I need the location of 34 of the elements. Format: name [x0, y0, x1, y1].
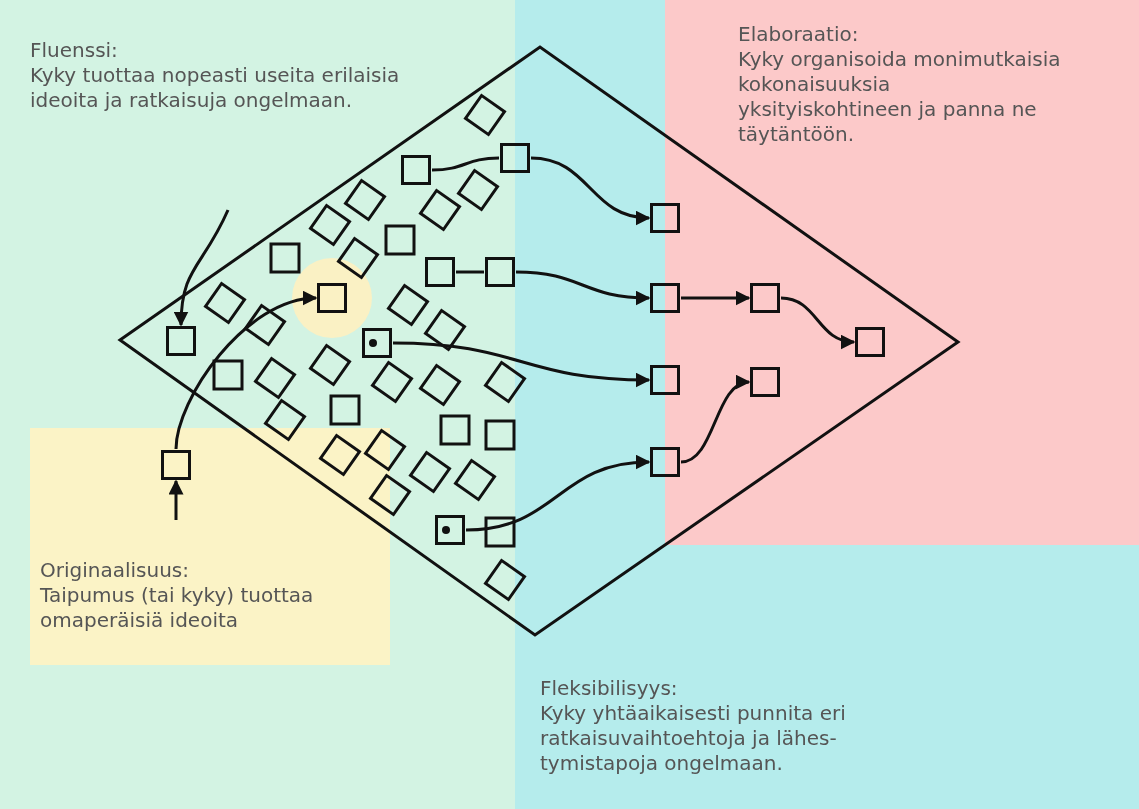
square: [750, 283, 780, 313]
heading: Fleksibilisyys:: [540, 676, 679, 701]
square: [500, 143, 530, 173]
arrow: [515, 270, 651, 306]
arrow: [681, 290, 751, 306]
heading: Elaboraatio:: [738, 22, 860, 47]
arrow: [680, 377, 751, 464]
description: Taipumus (tai kyky) tuottaa omaperäisiä ideoita: [40, 583, 315, 633]
arrow: [530, 156, 651, 225]
connector-line: [456, 270, 484, 274]
arrow: [465, 455, 651, 532]
square: [425, 257, 455, 287]
square: [650, 447, 680, 477]
arrow: [392, 341, 651, 388]
description: Kyky yhtäaikaisesti punnita eri ratkaisuvaihtoehtoja ja lähes-tymistapoja ongelmaan.: [540, 701, 847, 776]
connector-line: [431, 156, 500, 172]
square: [750, 367, 780, 397]
heading: Originaalisuus:: [40, 558, 190, 583]
heading: Fluenssi:: [30, 38, 119, 63]
square: [317, 283, 347, 313]
square: [650, 365, 680, 395]
arrow: [780, 296, 856, 349]
square: [650, 283, 680, 313]
square: [401, 155, 431, 185]
square: [166, 326, 196, 356]
arrow: [174, 292, 318, 450]
description: Kyky organisoida monimutkaisia kokonaisuuksia yksityiskohtineen ja panna ne täytäntöön.: [738, 47, 1062, 147]
square: [485, 257, 515, 287]
description: Kyky tuottaa nopeasti useita erilaisia ideoita ja ratkaisuja ongelmaan.: [30, 63, 401, 113]
square: [855, 327, 885, 357]
square: [650, 203, 680, 233]
arrow: [173, 209, 230, 327]
arrow: [168, 479, 184, 520]
square: [161, 450, 191, 480]
